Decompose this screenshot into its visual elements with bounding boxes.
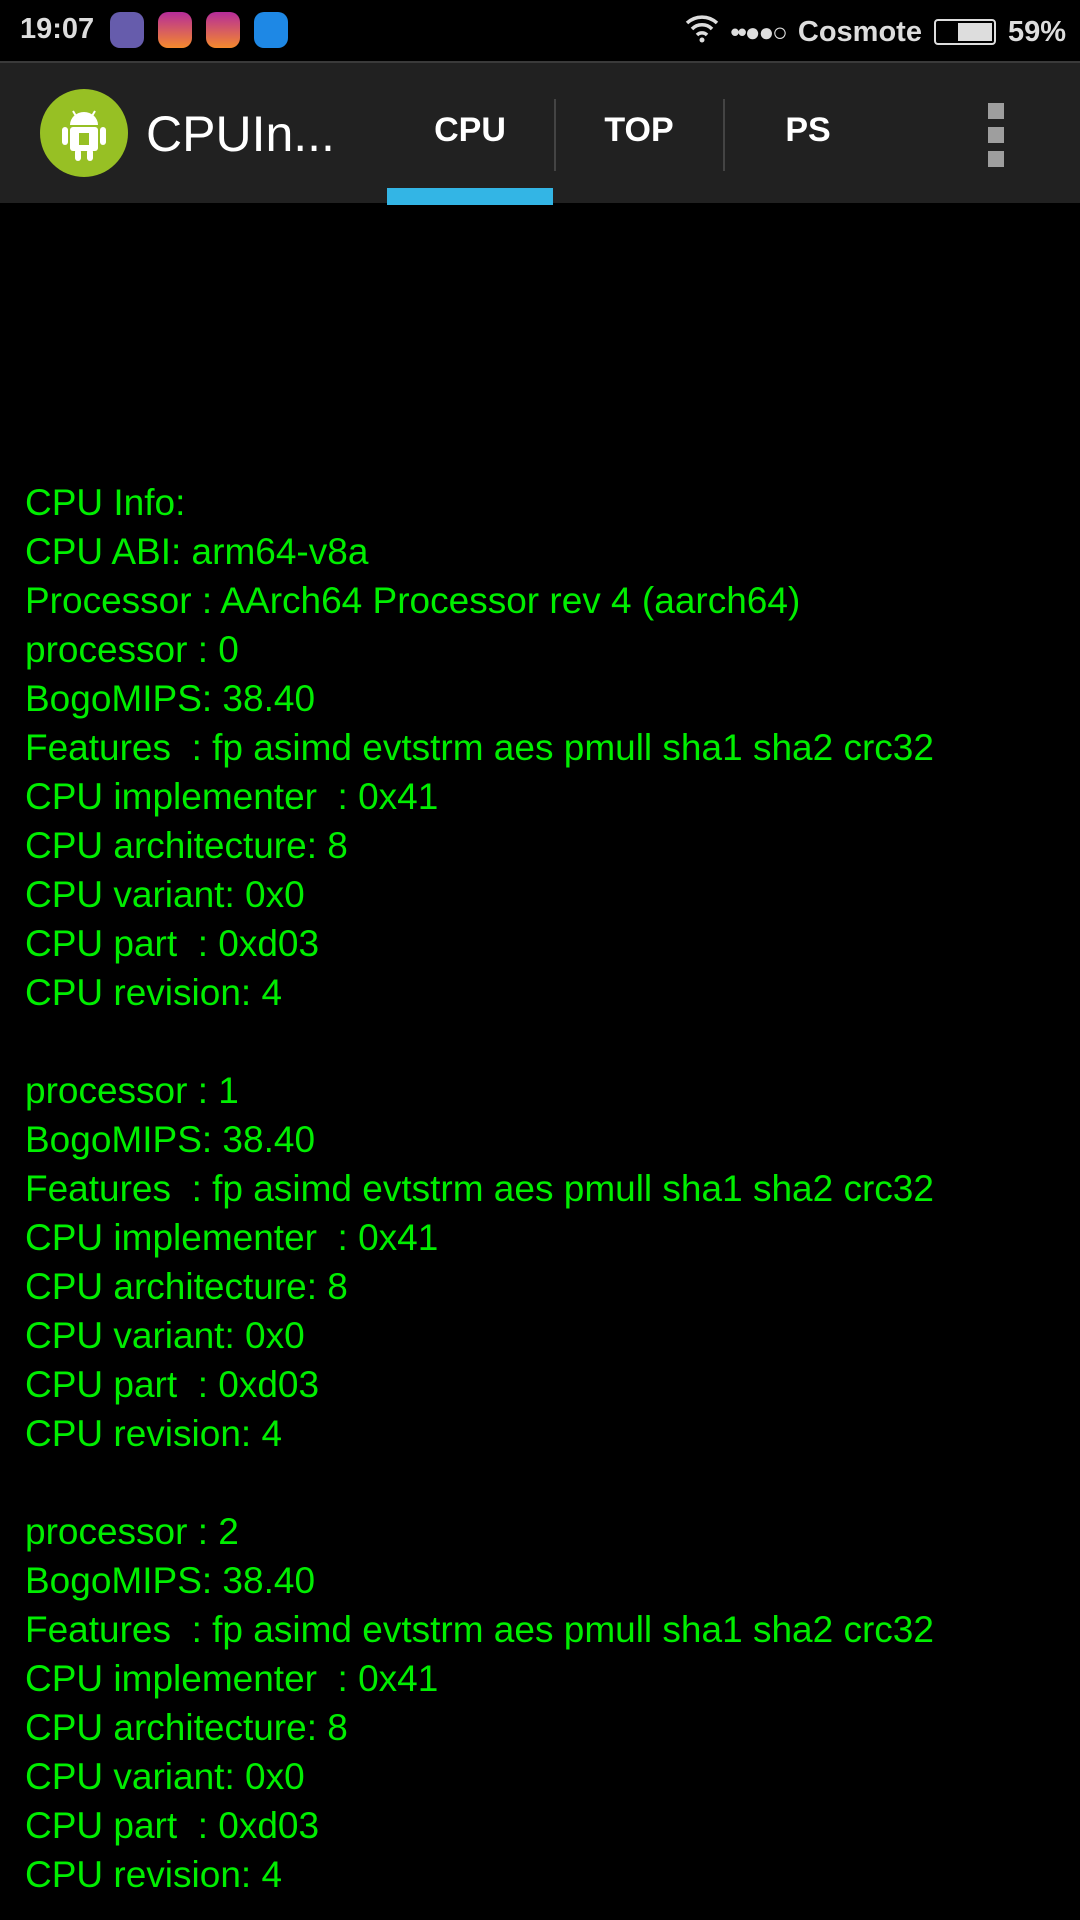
info-line: CPU part : 0xd03 xyxy=(25,1364,320,1405)
tab-divider xyxy=(554,99,556,171)
info-line: BogoMIPS: 38.40 xyxy=(25,1119,316,1160)
info-line: processor : 0 xyxy=(25,629,239,670)
tab-top[interactable]: TOP xyxy=(604,111,674,149)
info-line: processor : 2 xyxy=(25,1511,239,1552)
info-line: CPU implementer : 0x41 xyxy=(25,776,439,817)
info-line: CPU implementer : 0x41 xyxy=(25,1217,439,1258)
info-line: Features : fp asimd evtstrm aes pmull sh… xyxy=(25,727,934,768)
app-icon xyxy=(254,12,288,48)
info-line: BogoMIPS: 38.40 xyxy=(25,1560,316,1601)
signal-strength-icon: ••●●○ xyxy=(730,16,788,47)
info-line: Features : fp asimd evtstrm aes pmull sh… xyxy=(25,1168,934,1209)
tab-ps[interactable]: PS xyxy=(785,111,831,149)
info-line: BogoMIPS: 38.40 xyxy=(25,678,316,719)
overflow-menu-icon[interactable] xyxy=(988,103,1004,175)
info-line: CPU implementer : 0x41 xyxy=(25,1658,439,1699)
battery-percent: 59% xyxy=(1007,15,1066,48)
instagram-icon xyxy=(206,12,240,48)
selected-tab-indicator xyxy=(387,188,553,205)
info-line: CPU variant: 0x0 xyxy=(25,874,305,915)
info-line: CPU revision: 4 xyxy=(25,1854,283,1895)
instagram-icon xyxy=(158,12,192,48)
info-line: CPU revision: 4 xyxy=(25,972,283,1013)
blank-line xyxy=(25,1458,934,1507)
info-line: CPU revision: 4 xyxy=(25,1413,283,1454)
tab-divider xyxy=(723,99,725,171)
viber-icon xyxy=(110,12,144,48)
carrier-name: Cosmote xyxy=(797,15,922,48)
info-line: CPU variant: 0x0 xyxy=(25,1756,305,1797)
info-line: CPU part : 0xd03 xyxy=(25,923,320,964)
info-line: processor : 1 xyxy=(25,1070,239,1111)
wifi-icon xyxy=(685,13,719,51)
info-line: CPU architecture: 8 xyxy=(25,825,348,866)
info-line: CPU part : 0xd03 xyxy=(25,1805,320,1846)
app-bar: CPUIn... CPU TOP PS xyxy=(0,61,1080,205)
info-line: CPU variant: 0x0 xyxy=(25,1315,305,1356)
status-bar: 19:07 ••●●○ Cosmote 59% xyxy=(0,0,1080,60)
info-line: CPU architecture: 8 xyxy=(25,1266,348,1307)
info-line: CPU Info: xyxy=(25,482,186,523)
tab-cpu[interactable]: CPU xyxy=(434,111,506,149)
android-logo-icon xyxy=(40,89,128,177)
info-line: Features : fp asimd evtstrm aes pmull sh… xyxy=(25,1609,934,1650)
app-title: CPUIn... xyxy=(146,106,335,162)
blank-line xyxy=(25,1017,934,1066)
info-line: CPU ABI: arm64-v8a xyxy=(25,531,369,572)
battery-icon xyxy=(933,19,996,45)
info-line: Processor : AArch64 Processor rev 4 (aar… xyxy=(25,580,801,621)
clock: 19:07 xyxy=(20,13,95,45)
info-line: CPU architecture: 8 xyxy=(25,1707,348,1748)
